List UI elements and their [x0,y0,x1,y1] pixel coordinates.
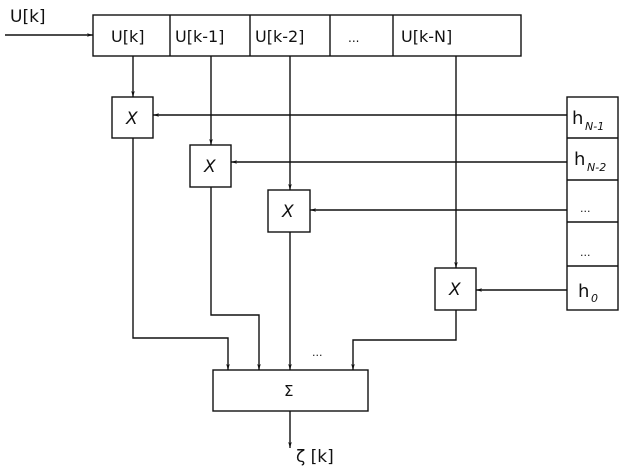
product-path-4 [351,310,457,370]
multiplier-label-4: X [448,280,461,300]
product-path-2 [210,187,261,370]
svg-text:h: h [578,281,589,302]
coef-label-2: ... [580,202,591,215]
multiplier-label-3: X [281,202,294,222]
delay-line-register [92,14,522,57]
input-label: U[k] [10,7,46,27]
output-label: ζ [k] [296,447,334,467]
delay-cell-4: U[k-N] [401,27,452,46]
delay-cell-0: U[k] [111,27,144,46]
adder-ellipsis: ... [312,346,323,359]
svg-text:N-2: N-2 [587,161,606,174]
delay-cell-3: ... [348,31,359,45]
coef-label-4: h 0 [578,281,598,305]
coef-label-0: h N-1 [572,108,604,133]
svg-text:h: h [572,108,583,129]
multiplier-label-1: X [125,109,138,129]
delay-cell-1: U[k-1] [175,27,224,46]
coef-label-3: ... [580,246,591,259]
multiplier-label-2: X [203,157,216,177]
svg-text:0: 0 [591,292,598,305]
coef-label-1: h N-2 [574,149,606,174]
delay-cell-2: U[k-2] [255,27,304,46]
coefficient-column [566,96,619,311]
svg-text:N-1: N-1 [585,120,604,133]
adder-symbol: Σ [284,382,293,400]
svg-text:h: h [574,149,585,170]
product-path-1 [132,138,230,370]
